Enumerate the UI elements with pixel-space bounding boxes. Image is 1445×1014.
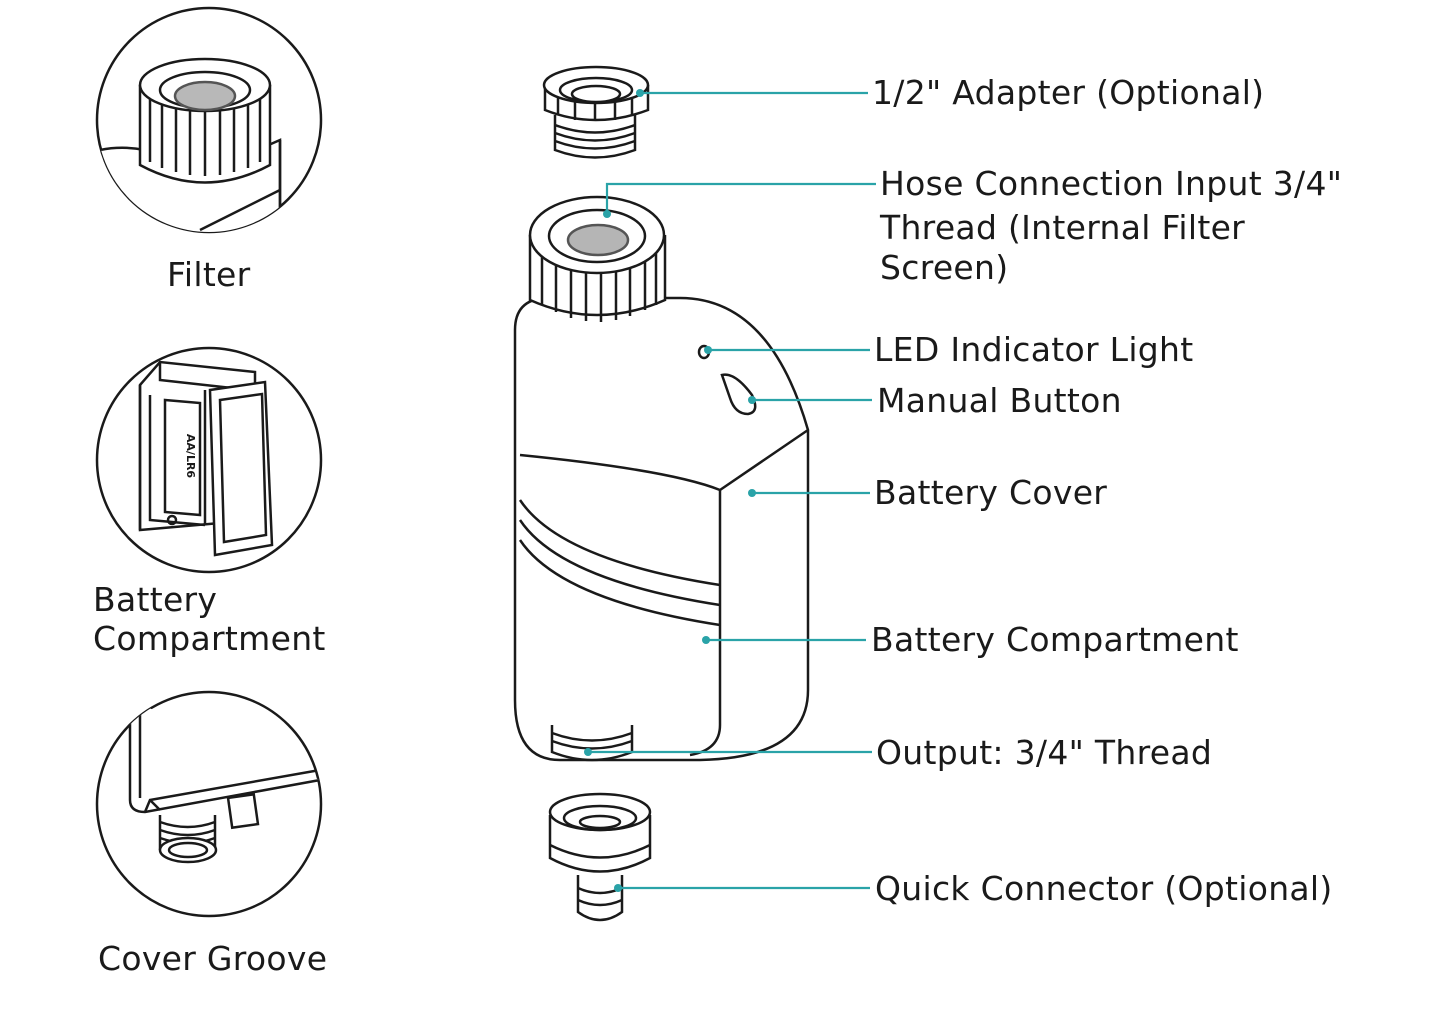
half-inch-adapter-icon [542,65,650,159]
output-thread-icon [550,725,634,762]
callout-battery-compartment: Battery Compartment [871,620,1239,659]
inset-caption-filter: Filter [167,255,251,294]
leader-dot-7 [614,884,622,892]
water-timer-device [513,65,810,922]
callout-adapter: 1/2" Adapter (Optional) [872,73,1265,112]
inset-caption-battery-line1: Battery [93,580,218,619]
input-coupling-icon [528,195,667,322]
leader-dot-5 [702,636,710,644]
leader-dot-1 [603,210,611,218]
callout-hose-input-line3: Screen) [880,248,1009,287]
filter-detail-icon [95,6,323,234]
leader-dot-0 [636,89,644,97]
battery-compartment-detail-icon [95,346,323,574]
callout-hose-input-line1: Hose Connection Input 3/4" [880,164,1343,203]
battery-marking: AA/LR6 [184,434,197,479]
inset-caption-cover-groove: Cover Groove [98,939,328,978]
leader-dot-3 [748,396,756,404]
inset-caption-battery-line2: Compartment [93,619,326,658]
callout-led: LED Indicator Light [874,330,1194,369]
timer-body [513,296,810,762]
callout-leaders [584,89,876,892]
callout-manual-button: Manual Button [877,381,1122,420]
callout-quick-connector: Quick Connector (Optional) [875,869,1333,908]
cover-groove-detail-icon [95,690,323,918]
leader-dot-6 [584,748,592,756]
callout-battery-cover: Battery Cover [874,473,1108,512]
callout-hose-input-line2: Thread (Internal Filter [880,208,1246,247]
leader-dot-2 [704,346,712,354]
callout-output-thread: Output: 3/4" Thread [876,733,1213,772]
manual-button-icon [720,373,757,416]
quick-connector-icon [548,792,652,922]
leader-line-1 [605,182,876,214]
leader-dot-4 [748,489,756,497]
